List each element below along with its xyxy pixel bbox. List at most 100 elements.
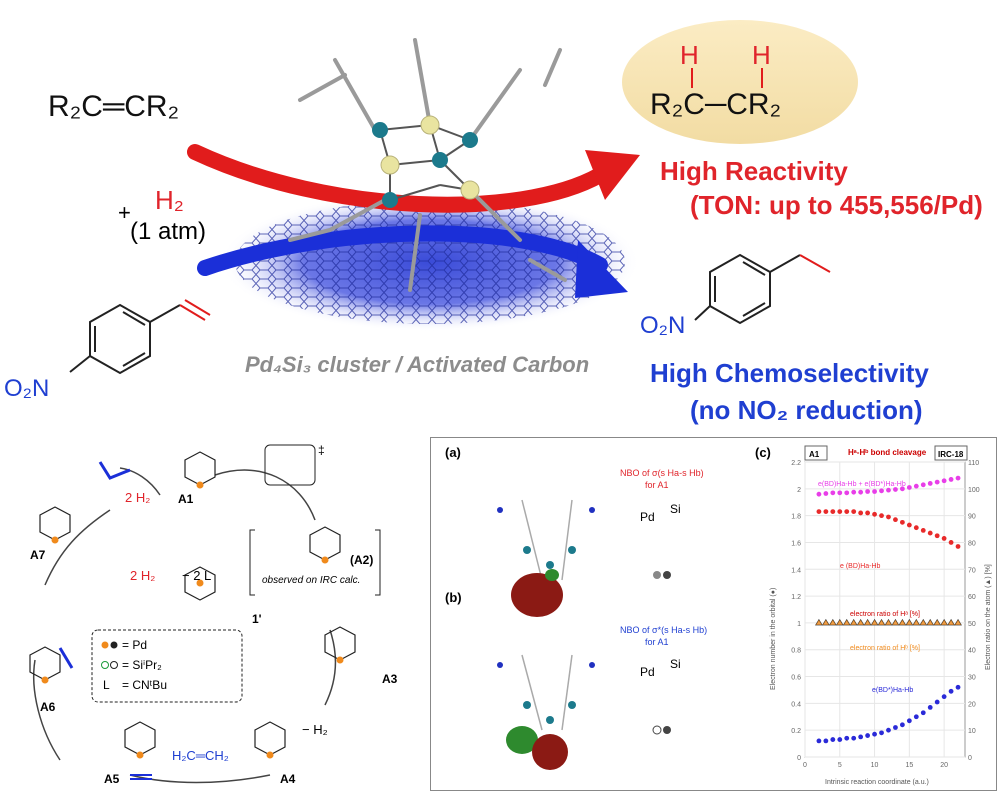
data-point [913,483,919,489]
label-1prime: 1' [252,612,262,626]
data-point [851,735,857,741]
ethylene-label: H₂C═CH₂ [172,748,229,763]
data-point [955,684,961,690]
data-point [906,718,912,724]
data-point [906,522,912,528]
y-tick-label: 0.2 [791,728,801,735]
catalytic-cycle-diagram [29,444,381,784]
data-point [816,509,822,515]
y-tick-label: 2 [797,487,801,494]
y2-tick-label: 100 [968,487,980,494]
legend-pd: = Pd [122,638,148,652]
reactant-alkene: R₂C═CR₂ [48,90,180,123]
data-point [893,517,898,523]
annotation-bdstar: e(BD*)Ha-Hb [872,687,913,694]
data-point [830,737,836,742]
data-point [948,477,954,482]
red-reaction-arrow [187,144,608,213]
data-point-hb [941,619,948,625]
data-point [955,475,961,481]
core-a-pd: Pd [640,510,655,524]
y2-tick-label: 70 [968,567,976,574]
data-point [927,481,933,486]
product-alkane: R₂C─CR₂ [650,88,782,121]
data-point-hb [878,619,885,625]
x-axis-label: Intrinsic reaction coordinate (a.u.) [825,779,929,786]
catalyst-label: Pd₄Si₃ cluster / Activated Carbon [245,352,590,377]
data-point [941,694,947,700]
data-point [941,478,947,484]
sigma-star-orbital-green [506,726,538,754]
y2-tick-label: 20 [968,701,976,708]
data-point [879,730,884,736]
annotation-hb: electron ratio of Hᵇ [%] [850,645,920,652]
data-point [844,490,850,496]
label-a5: A5 [104,772,120,786]
data-point [858,510,864,516]
label-a3: A3 [382,672,398,686]
sigma-orbital-red [511,573,563,617]
no-no2-label: (no NO₂ reduction) [690,395,923,425]
legend-box [91,629,243,703]
data-point [872,489,877,494]
data-point-hb [864,619,871,625]
data-point-hb [920,619,927,625]
data-point [906,485,912,490]
chemoselectivity-label: High Chemoselectivity [650,358,929,388]
minus-2l: − 2 L [182,568,212,583]
data-point [893,487,898,492]
y-tick-label: 0.4 [791,701,801,708]
x-tick-label: 15 [905,762,913,769]
y-tick-label: 1.2 [791,594,801,601]
data-point [893,725,898,730]
tag-irc18: IRC-18 [938,450,964,459]
nbo-b-title: NBO of σ*(s Ha-s Hb) [620,625,708,635]
x-tick-label: 0 [803,762,807,769]
minus-h2: − H₂ [302,722,328,737]
y2-tick-label: 110 [968,460,979,467]
core-b-si: Si [670,657,681,671]
data-point [858,489,864,495]
nbo-b-subtitle: for A1 [645,637,669,647]
data-point-hb [913,619,920,625]
ethyl-nitrobenzene-structure [694,253,801,325]
data-point [934,699,940,705]
data-point-hb [948,619,955,625]
pressure-label: (1 atm) [130,218,207,245]
data-point [913,525,919,531]
label-a7: A7 [30,548,46,562]
data-point [865,489,871,494]
ts-mark: ‡ [318,443,325,457]
data-point [899,722,905,728]
data-point-hb [892,619,899,625]
panel-b-label: (b) [445,590,462,605]
core-a-si: Si [670,502,681,516]
tag-a1-box [804,445,828,461]
two-h2-mid: 2 H₂ [130,568,156,583]
data-point [851,489,857,495]
data-point [837,509,843,515]
y2-tick-label: 60 [968,594,976,601]
data-point-hb [934,619,941,625]
data-point [851,509,857,515]
nbo-a-title: NBO of σ(s Ha-s Hb) [620,468,704,478]
data-point [844,509,850,515]
x-tick-label: 5 [838,762,842,769]
annotation-ha: electron ratio of Hᵃ [%] [850,611,920,618]
o2n-right: O₂N [640,312,686,339]
annotation-sum: e(BD)Ha-Hb + e(BD*)Ha-Hb [818,481,906,488]
data-point [948,688,954,694]
y-axis-label: Electron number in the orbital (●) [770,588,777,690]
pd4si3-cluster-model [288,38,567,292]
annotation-bd: e (BD)Ha-Hb [840,563,881,570]
y-tick-label: 1.8 [791,514,801,521]
plus-sign: + [118,200,131,225]
data-point [823,509,829,515]
data-point [837,737,843,742]
data-point-hb [829,619,836,625]
data-point [927,530,933,536]
h2-label: H₂ [155,185,184,215]
y2-tick-label: 30 [968,675,976,682]
data-point-hb [885,619,892,625]
product-h-right: H [752,40,771,70]
